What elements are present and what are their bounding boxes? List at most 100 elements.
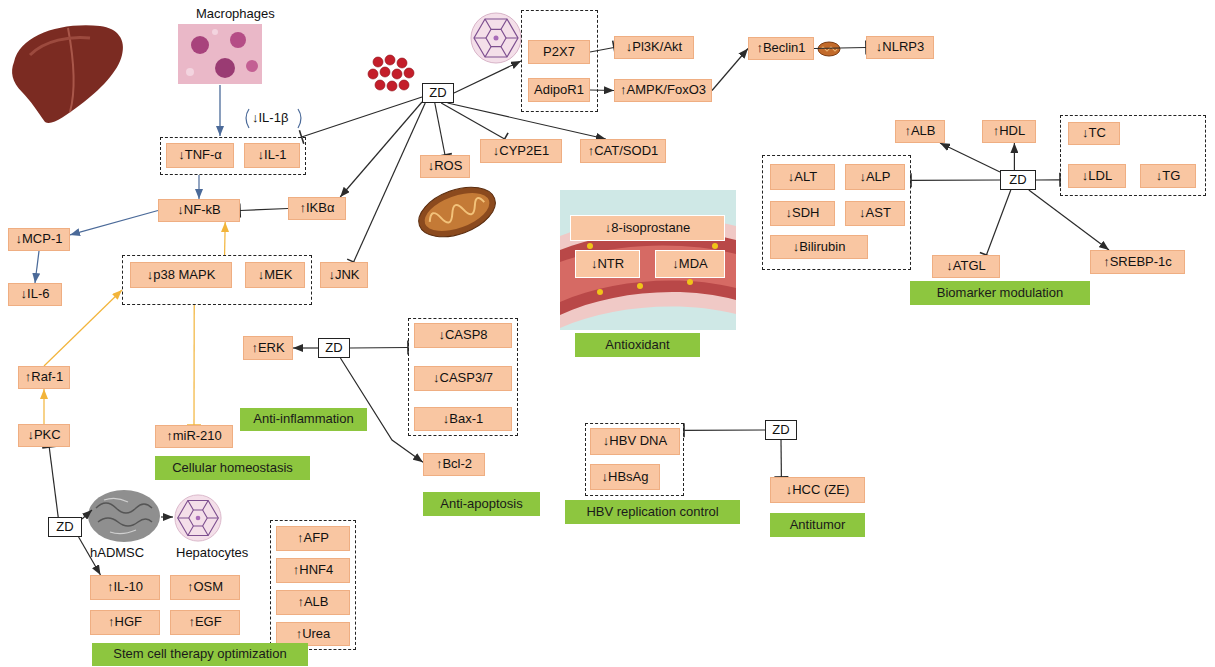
marker-box: ↓Pl3K/Akt <box>614 36 694 59</box>
inhibition-connector <box>684 429 765 430</box>
dashed-group: ↓HBV DNA ↓HBsAg <box>585 423 684 496</box>
marker-box: ↓ATGL <box>932 255 1000 278</box>
annotation-label: Hepatocytes <box>176 545 248 561</box>
annotation-label: ↓IL-1β <box>252 110 288 126</box>
node-text: ↓ALP <box>859 170 890 185</box>
node-text: ↑HNF4 <box>293 563 333 578</box>
marker-box: ↓HBsAg <box>590 464 660 490</box>
zd-to-stem-cell-arrow <box>82 510 92 519</box>
node-text: ZD <box>1009 173 1026 188</box>
inhibition-connector <box>193 305 194 425</box>
marker-box: ↓SDH <box>770 201 835 226</box>
zd-box: ZD <box>318 338 350 358</box>
category-label: Biomarker modulation <box>910 281 1090 305</box>
node-text: ↑ALB <box>904 124 935 139</box>
node-text: ↑OSM <box>187 580 223 595</box>
liver-lobe-line <box>68 28 74 112</box>
macrophage-arrow <box>219 85 220 136</box>
label-text: ↓IL-1β <box>252 110 288 125</box>
vessel-lumen <box>560 246 736 302</box>
inhibition-connector <box>780 440 782 477</box>
marker-box: ↓CASP8 <box>414 323 512 348</box>
granule <box>380 67 390 77</box>
marker-box: ↑miR-210 <box>155 425 233 448</box>
granule <box>399 80 409 90</box>
inhibition-connector <box>441 103 504 139</box>
marker-box: ↓ALP <box>845 164 905 190</box>
node-text: ↑ALB <box>297 595 328 610</box>
activation-connector <box>35 251 39 283</box>
marker-box: P2X7 <box>528 40 590 64</box>
inhibition-connector <box>240 209 288 211</box>
node-text: AdipoR1 <box>534 83 584 98</box>
label-text: Macrophages <box>196 6 275 21</box>
node-text: ↑miR-210 <box>166 429 222 444</box>
mitochondrion-fold <box>427 196 486 229</box>
node-text: ↓ATGL <box>946 259 986 274</box>
marker-box: ↑EGF <box>170 610 240 635</box>
activation-connector <box>448 103 606 139</box>
liver-shape <box>12 25 123 123</box>
granule <box>404 68 414 78</box>
lipid-dot <box>587 243 593 249</box>
marker-box: ↓CASP3/7 <box>414 366 512 391</box>
activation-connector <box>454 61 521 93</box>
stem-cell-highlight <box>104 498 136 533</box>
node-text: ↑IL-10 <box>107 580 143 595</box>
marker-box: ↓MCP-1 <box>8 228 70 251</box>
marker-box: ↓ALT <box>770 164 835 190</box>
node-text: ZD <box>429 86 446 101</box>
hepatocyte-icon <box>471 13 521 63</box>
node-text: ZD <box>325 341 342 356</box>
marker-box: ↓TNF-α <box>166 143 234 168</box>
node-text: Biomarker modulation <box>937 286 1063 301</box>
marker-box: ↑HDL <box>982 120 1036 143</box>
marker-box: ↑Beclin1 <box>748 37 814 60</box>
node-text: ↓Bilirubin <box>793 240 846 255</box>
node-text: ↑ERK <box>251 341 284 356</box>
node-text: ↑Raf-1 <box>25 370 63 385</box>
node-text: ↑AMPK/FoxO3 <box>620 83 706 98</box>
zd-box: ZD <box>48 517 82 537</box>
marker-box: ↓IL-6 <box>8 283 62 306</box>
vessel-band <box>560 231 736 315</box>
node-text: ↑IKBα <box>300 201 335 216</box>
marker-box: ↓LDL <box>1068 164 1126 188</box>
granule <box>373 57 383 67</box>
inhibition-connector <box>350 347 408 349</box>
mitochondrion-small <box>818 42 840 56</box>
inhibition-connector <box>354 103 426 262</box>
marker-box: ↓8-isoprostane <box>570 215 725 241</box>
bracket <box>246 109 249 128</box>
node-text: ↑Urea <box>296 627 331 642</box>
node-text: ↓HBV DNA <box>603 434 667 449</box>
activation-connector <box>198 175 199 199</box>
category-label: Anti-apoptosis <box>423 492 540 516</box>
dashed-group: ↓TNF-α↓IL-1 <box>160 137 306 175</box>
marker-box: ↑IKBα <box>288 197 346 220</box>
marker-box: ↓p38 MAPK <box>130 262 232 288</box>
node-text: Stem cell therapy optimization <box>113 647 286 662</box>
marker-box: ↑HGF <box>90 610 160 635</box>
node-text: ↓CASP3/7 <box>433 371 493 386</box>
activation-connector <box>293 347 318 348</box>
node-text: ↓LDL <box>1082 169 1112 184</box>
node-text: ↓8-isoprostane <box>605 221 690 236</box>
node-text: ↓MCP-1 <box>16 232 63 247</box>
macrophage-image <box>178 24 262 84</box>
node-text: P2X7 <box>543 45 575 60</box>
marker-box: ↑AMPK/FoxO3 <box>614 79 712 102</box>
node-text: ↓Bax-1 <box>443 412 483 427</box>
node-text: ↓AST <box>859 206 891 221</box>
stem-cell-texture <box>96 503 152 526</box>
marker-box: ↓Bax-1 <box>414 407 512 431</box>
vessel-ground <box>560 190 736 330</box>
stem-cell-image <box>88 490 160 542</box>
stem-cell-body <box>88 490 160 542</box>
marker-box: ↓NLRP3 <box>866 36 934 59</box>
node-text: ↑EGF <box>188 615 221 630</box>
node-text: ↓HCC (ZE) <box>786 483 850 498</box>
marker-box: ↑SREBP-1c <box>1090 250 1185 274</box>
node-text: ↓TG <box>1156 169 1181 184</box>
